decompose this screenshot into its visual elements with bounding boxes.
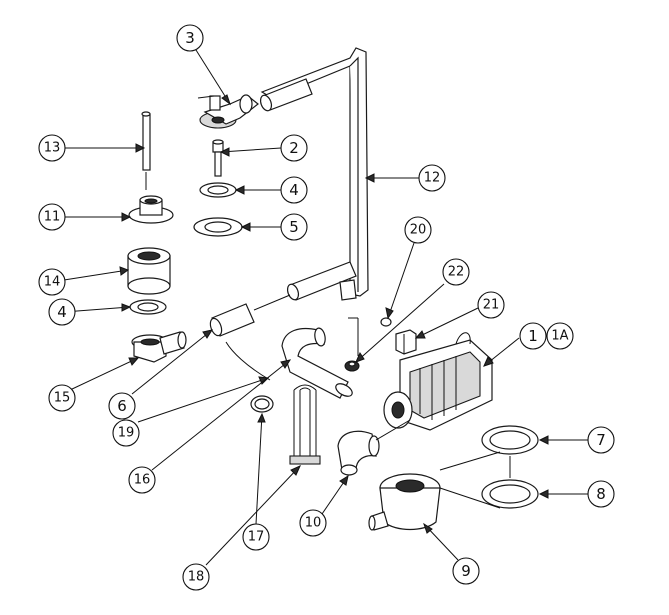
part-16-elbow-pipe (281, 327, 353, 399)
callout-6: 6 (108, 392, 136, 420)
callout-22: 22 (442, 258, 470, 286)
callout-7: 7 (587, 426, 615, 454)
part-12-frame-pipe (259, 47, 369, 301)
callout-4-upper: 4 (280, 176, 308, 204)
callout-label-12: 12 (424, 171, 441, 186)
callout-label-8: 8 (596, 485, 606, 503)
callout-8: 8 (587, 480, 615, 508)
part-13-rod (141, 111, 151, 190)
callout-label-7: 7 (596, 431, 606, 449)
callout-14: 14 (38, 268, 66, 296)
callout-label-16: 16 (134, 473, 151, 488)
callout-15: 15 (48, 384, 76, 412)
callout-17: 17 (242, 523, 270, 551)
part-14-coupling (127, 247, 171, 295)
part-5-gasket (193, 217, 243, 237)
callout-label-19: 19 (118, 426, 135, 441)
callout-18: 18 (182, 563, 210, 591)
part-17-o-ring (250, 395, 274, 413)
callout-label-9: 9 (461, 562, 471, 580)
callout-21: 21 (477, 291, 505, 319)
part-21-sensor (395, 329, 417, 355)
callout-label-13: 13 (44, 141, 61, 156)
callout-label-20: 20 (410, 223, 427, 238)
part-11-flanged-fitting (128, 195, 174, 224)
part-20-small-ring (380, 317, 392, 327)
part-6-sleeve (209, 294, 291, 337)
callout-label-10: 10 (305, 516, 322, 531)
callout-label-4-lower: 4 (57, 303, 67, 321)
callout-11: 11 (38, 203, 66, 231)
callout-16: 16 (128, 466, 156, 494)
part-10-elbow-connector (337, 430, 380, 476)
callout-1a: 1A (546, 322, 574, 350)
callout-label-18: 18 (188, 570, 205, 585)
callout-label-6: 6 (117, 397, 127, 415)
callout-label-21: 21 (483, 298, 500, 313)
part-22-nut (344, 360, 360, 372)
part-19-wire (225, 341, 271, 381)
part-4-ring-lower (129, 299, 167, 315)
callout-label-2: 2 (289, 139, 299, 157)
part-7-gasket-ring (481, 425, 539, 455)
callout-10: 10 (299, 509, 327, 537)
callout-13: 13 (38, 134, 66, 162)
part-9-pump-housing (368, 473, 441, 531)
callout-label-14: 14 (44, 275, 61, 290)
callout-2: 2 (280, 134, 308, 162)
callout-label-1: 1 (528, 327, 538, 345)
callout-label-3: 3 (185, 29, 195, 47)
callout-1: 1 (519, 322, 547, 350)
part-1-pump-motor (383, 332, 493, 431)
callout-label-15: 15 (54, 391, 71, 406)
callout-label-22: 22 (448, 265, 465, 280)
part-2-pin (212, 139, 224, 177)
callout-20: 20 (404, 216, 432, 244)
callout-19: 19 (112, 419, 140, 447)
callout-9: 9 (452, 557, 480, 585)
callout-label-5: 5 (289, 218, 299, 236)
part-8-gasket-ring (481, 479, 539, 509)
callout-label-4-upper: 4 (289, 181, 299, 199)
callout-5: 5 (280, 213, 308, 241)
callout-label-1a: 1A (551, 329, 568, 344)
part-15-elbow-fitting (131, 331, 187, 363)
callout-label-17: 17 (248, 530, 265, 545)
part-18-heating-element (289, 384, 321, 465)
part-4-ring-upper (199, 182, 237, 198)
callout-3: 3 (176, 24, 204, 52)
callout-label-11: 11 (44, 210, 61, 225)
leader-lines (63, 49, 588, 566)
callout-4-lower: 4 (48, 298, 76, 326)
callout-12: 12 (418, 164, 446, 192)
